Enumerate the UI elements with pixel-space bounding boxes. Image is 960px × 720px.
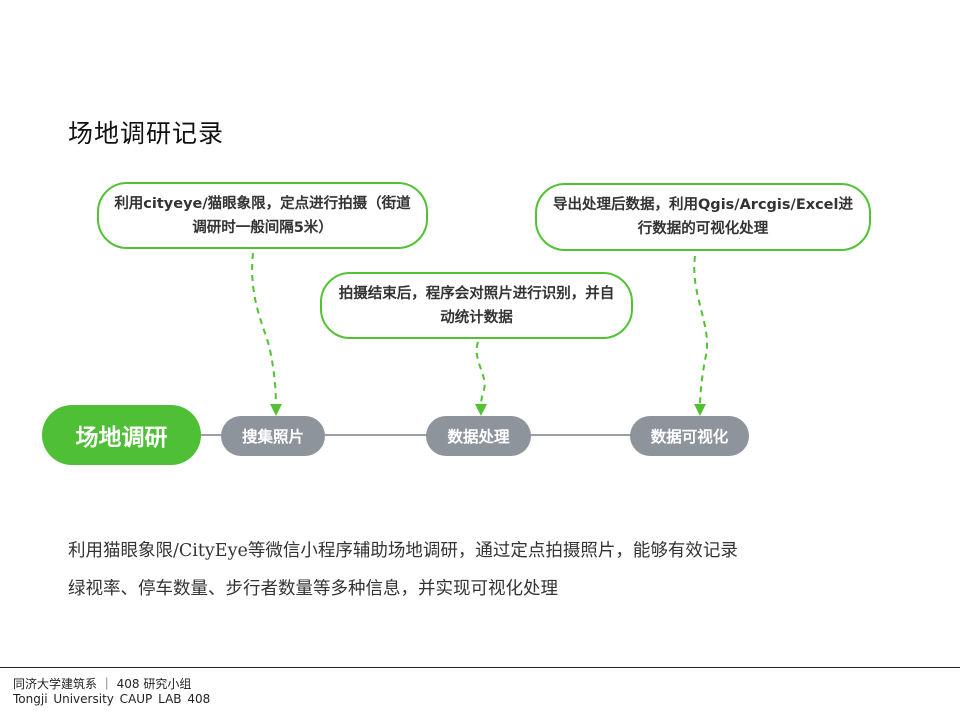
step-data-processing: 数据处理 [426,416,531,456]
page-title: 场地调研记录 [68,119,225,148]
footer-org-cn: 同济大学建筑系 ｜ 408 研究小组 [13,677,192,691]
step-data-visualization: 数据可视化 [630,416,749,456]
description-line-1: 利用猫眼象限/CityEye等微信小程序辅助场地调研，通过定点拍摄照片，能够有效… [68,541,738,561]
callout-recognition: 拍摄结束后，程序会对照片进行识别，并自动统计数据 [320,272,633,339]
step-collect-photos: 搜集照片 [221,416,325,456]
footer-divider [0,667,960,668]
dashed-arrow-3 [693,255,708,416]
description-line-2: 绿视率、停车数量、步行者数量等多种信息，并实现可视化处理 [68,579,558,599]
callout-visualization: 导出处理后数据，利用Qgis/Arcgis/Excel进行数据的可视化处理 [535,183,871,251]
dashed-arrow-2 [475,341,488,416]
footer-org-en: Tongji University CAUP LAB 408 [13,692,211,706]
dashed-arrow-1 [251,252,282,416]
callout-photo-capture: 利用cityeye/猫眼象限，定点进行拍摄（街道调研时一般间隔5米） [97,182,428,249]
main-node-site-survey: 场地调研 [42,405,201,465]
